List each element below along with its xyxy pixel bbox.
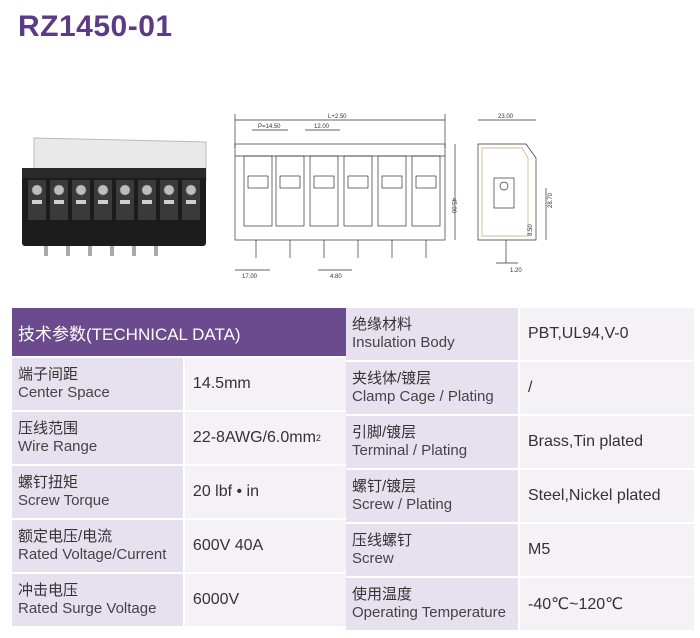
product-photo [22, 137, 207, 256]
value: Brass,Tin plated [520, 416, 694, 468]
key-zh: 螺钉扭矩 [18, 474, 79, 491]
value: 20 lbf • in [184, 466, 350, 518]
key-zh: 额定电压/电流 [18, 528, 113, 545]
key-zh: 绝缘材料 [352, 316, 413, 333]
side-dimension-drawing: 23.00 28.70 8.50 1.20 [477, 114, 554, 274]
key-en: Clamp Cage / Plating [352, 388, 494, 405]
value-text: 22-8AWG/6.0mm [192, 429, 316, 446]
dim-28-7: 28.70 [548, 192, 554, 208]
key-zh: 使用温度 [352, 586, 413, 603]
key-zh: 夹线体/镀层 [352, 370, 432, 387]
front-dimension-drawing: L+2.50 P=14.50 12.00 45.00 17.00 4.80 [234, 114, 456, 280]
key-en: Insulation Body [352, 334, 455, 351]
dim-pitch: 12.00 [314, 124, 330, 130]
dim-8-5: 8.50 [528, 224, 534, 236]
dim-1-2: 1.20 [510, 268, 522, 274]
product-title: RZ1450-01 [18, 10, 173, 43]
key-en: Center Space [18, 384, 110, 401]
key-en: Screw Torque [18, 492, 110, 509]
value: 600V 40A [184, 520, 350, 572]
key-en: Operating Temperature [352, 604, 506, 621]
value: Steel,Nickel plated [520, 470, 694, 522]
value: / [520, 362, 694, 414]
dim-length: L+2.50 [328, 114, 347, 120]
value: 6000V [184, 574, 350, 626]
dim-4-8: 4.80 [330, 274, 342, 280]
table-header: 技术参数(TECHNICAL DATA) [12, 308, 350, 358]
key-zh: 螺钉/镀层 [352, 478, 417, 495]
key-en: Wire Range [18, 438, 98, 455]
key-zh: 冲击电压 [18, 582, 79, 599]
key-en: Terminal / Plating [352, 442, 468, 459]
key-en: Rated Voltage/Current [18, 546, 167, 563]
value: -40℃~120℃ [520, 578, 694, 630]
value: M5 [520, 524, 694, 576]
value-sup: 2 [315, 433, 321, 443]
dim-pitch-p: P=14.50 [258, 124, 281, 130]
dim-17: 17.00 [242, 274, 258, 280]
key-en: Rated Surge Voltage [18, 600, 157, 617]
key-zh: 压线范围 [18, 420, 79, 437]
dim-height: 45.00 [450, 198, 456, 214]
key-en: Screw [352, 550, 394, 567]
key-zh: 端子间距 [18, 366, 79, 383]
value: 14.5mm [184, 358, 350, 410]
key-en: Screw / Plating [352, 496, 453, 513]
value: PBT,UL94,V-0 [520, 308, 694, 360]
key-zh: 压线螺钉 [352, 532, 413, 549]
key-zh: 引脚/镀层 [352, 424, 417, 441]
dim-width: 23.00 [498, 114, 514, 120]
